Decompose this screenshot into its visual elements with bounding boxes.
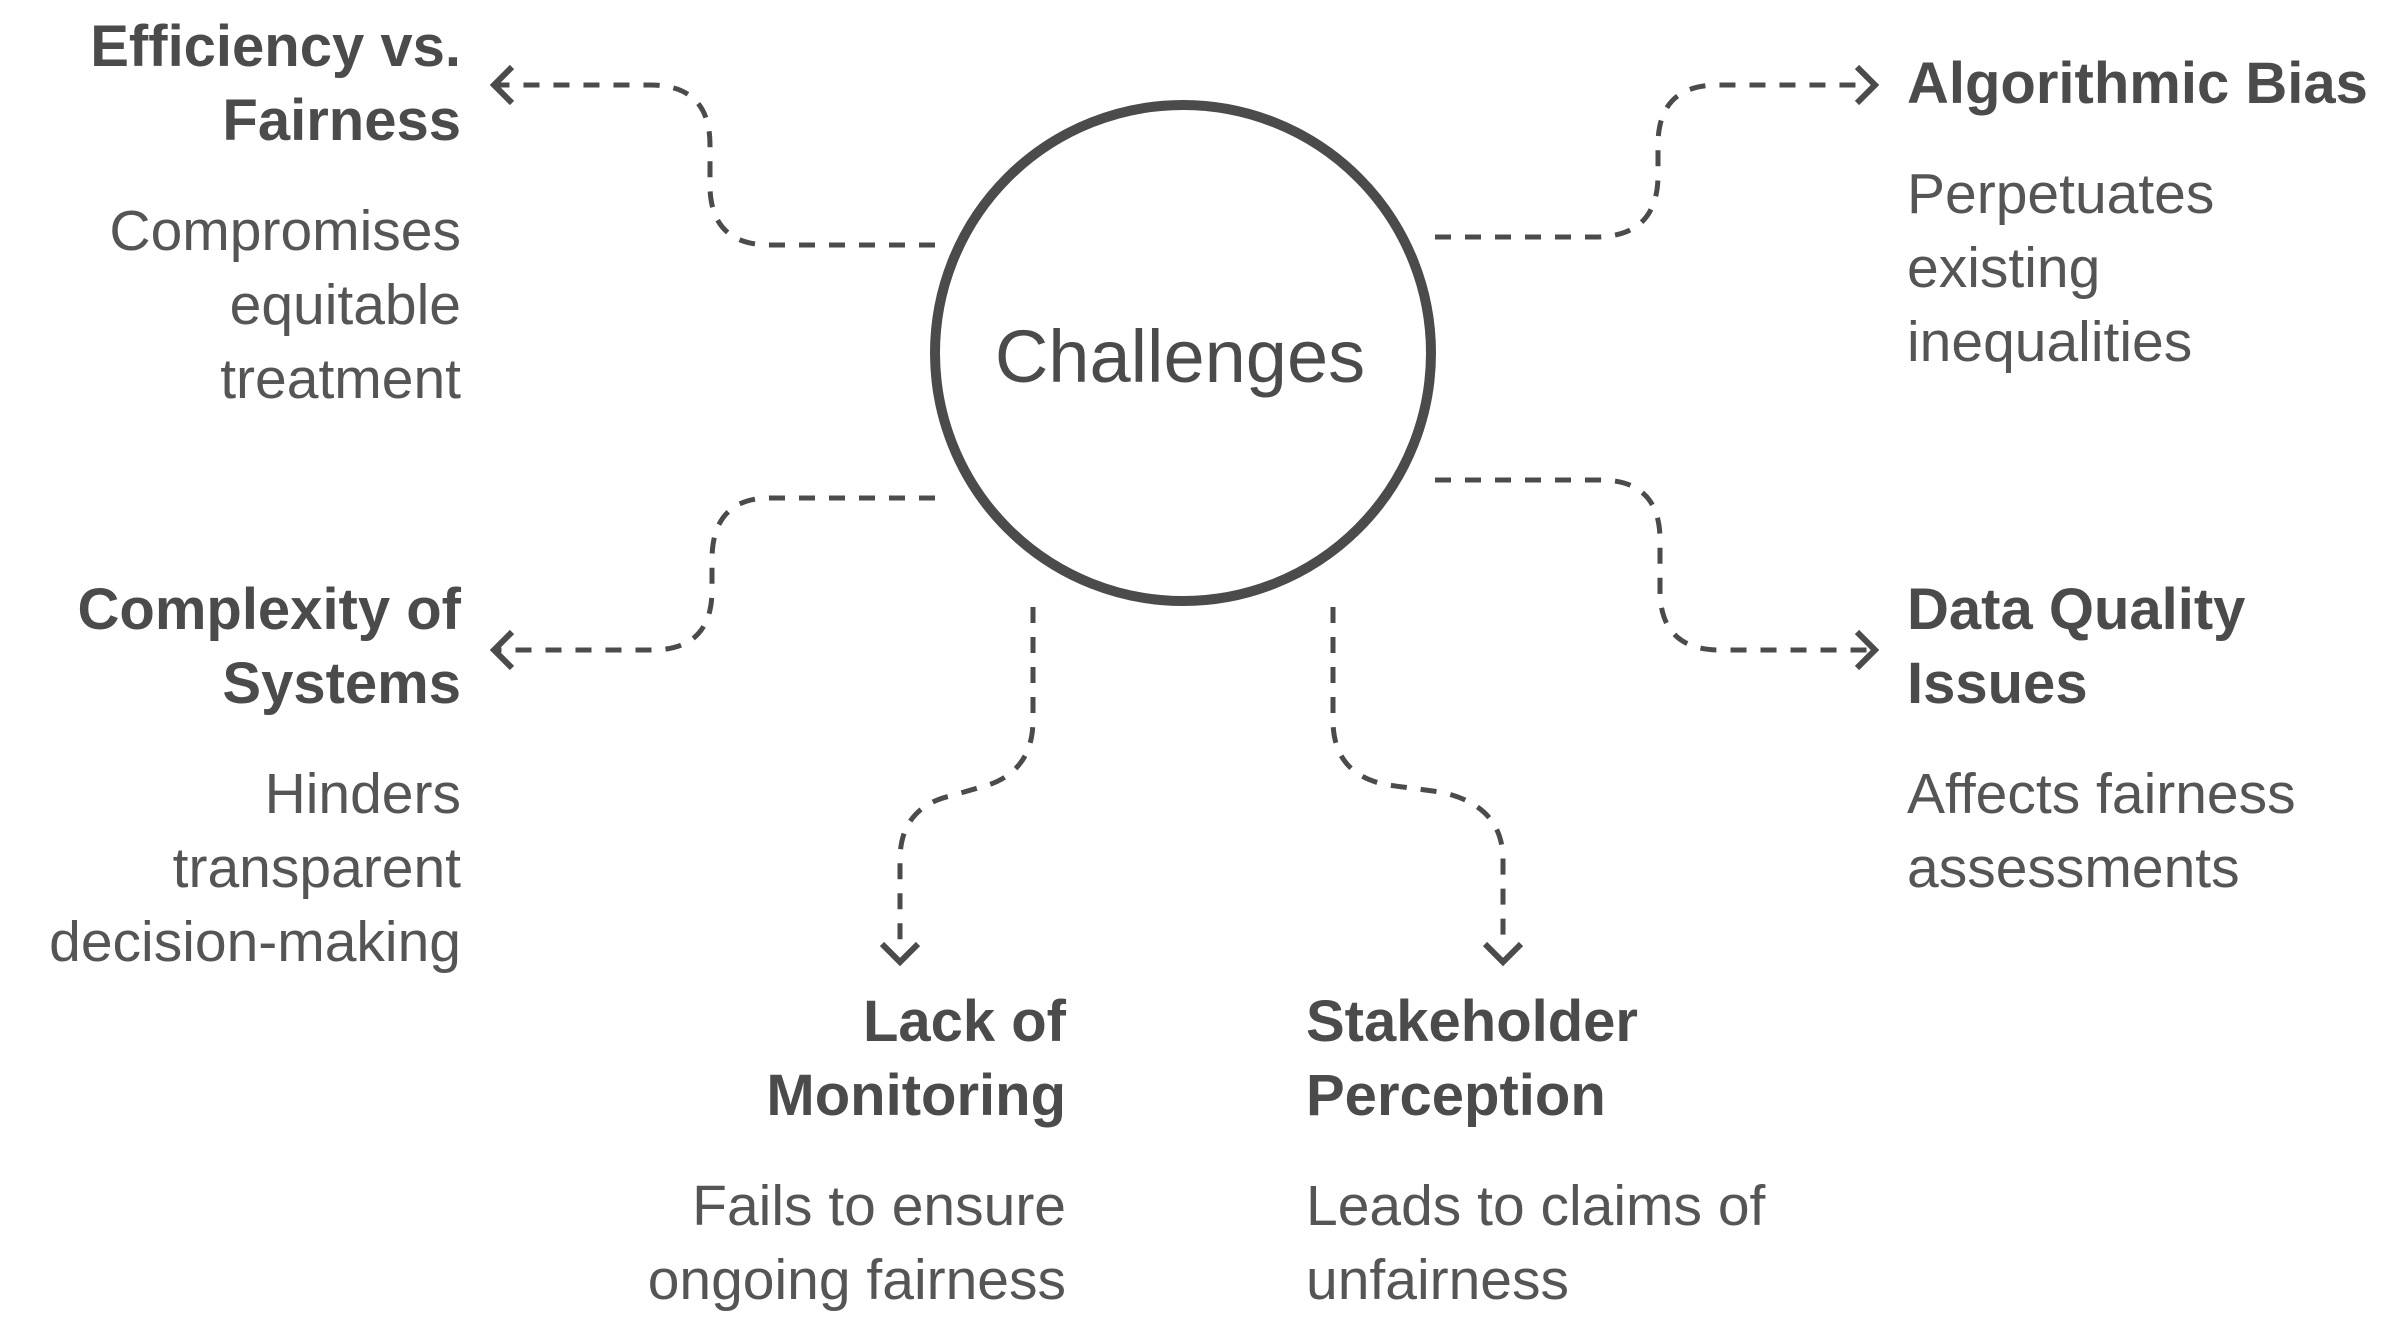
desc-line: Hinders bbox=[264, 762, 461, 826]
node-title: Data Quality Issues bbox=[1907, 573, 2405, 721]
connector-monitoring bbox=[897, 607, 1036, 948]
node-complexity-of-systems: Complexity of Systems Hinders transparen… bbox=[0, 573, 461, 979]
title-line: Data Quality bbox=[1907, 577, 2246, 642]
connector-stakeholder bbox=[1330, 607, 1506, 948]
node-title: Efficiency vs. Fairness bbox=[0, 10, 461, 158]
title-line: Fairness bbox=[222, 88, 461, 153]
title-line: Monitoring bbox=[766, 1063, 1066, 1128]
desc-line: equitable bbox=[229, 273, 461, 337]
node-title: Stakeholder Perception bbox=[1306, 985, 1866, 1133]
title-line: Stakeholder bbox=[1306, 989, 1638, 1054]
title-line: Efficiency vs. bbox=[90, 14, 461, 79]
title-line: Algorithmic Bias bbox=[1907, 51, 2368, 116]
node-efficiency-vs-fairness: Efficiency vs. Fairness Compromises equi… bbox=[0, 10, 461, 416]
node-description: Hinders transparent decision-making bbox=[0, 757, 461, 979]
desc-line: inequalities bbox=[1907, 310, 2193, 374]
desc-line: Leads to claims of bbox=[1306, 1174, 1766, 1238]
node-description: Perpetuates existing inequalities bbox=[1907, 157, 2405, 379]
title-line: Lack of bbox=[862, 989, 1066, 1054]
node-data-quality-issues: Data Quality Issues Affects fairness ass… bbox=[1907, 573, 2405, 905]
center-label: Challenges bbox=[994, 315, 1366, 398]
desc-line: treatment bbox=[220, 347, 461, 411]
arrowhead-efficiency bbox=[489, 64, 515, 106]
title-line: Complexity of bbox=[77, 577, 462, 642]
node-title: Complexity of Systems bbox=[0, 573, 462, 721]
desc-line: assessments bbox=[1907, 836, 2240, 900]
connector-algorithmic bbox=[1435, 82, 1868, 240]
desc-line: Affects fairness bbox=[1907, 762, 2296, 826]
connector-efficiency bbox=[498, 82, 935, 248]
desc-line: Perpetuates bbox=[1907, 162, 2215, 226]
connector-complexity bbox=[498, 495, 935, 653]
node-lack-of-monitoring: Lack of Monitoring Fails to ensure ongoi… bbox=[506, 985, 1066, 1317]
desc-line: decision-making bbox=[49, 910, 461, 974]
desc-line: existing bbox=[1907, 236, 2101, 300]
arrowhead-stakeholder bbox=[1482, 941, 1524, 967]
node-algorithmic-bias: Algorithmic Bias Perpetuates existing in… bbox=[1907, 47, 2405, 379]
node-description: Fails to ensure ongoing fairness bbox=[506, 1169, 1066, 1317]
connector-data-quality bbox=[1435, 477, 1868, 653]
arrowhead-complexity bbox=[489, 629, 515, 671]
arrowhead-monitoring bbox=[879, 941, 921, 967]
title-line: Systems bbox=[222, 651, 461, 716]
node-title: Lack of Monitoring bbox=[506, 985, 1066, 1133]
node-title: Algorithmic Bias bbox=[1907, 47, 2405, 121]
desc-line: unfairness bbox=[1306, 1248, 1569, 1312]
node-stakeholder-perception: Stakeholder Perception Leads to claims o… bbox=[1306, 985, 1866, 1317]
node-description: Compromises equitable treatment bbox=[0, 194, 461, 416]
arrowhead-algorithmic bbox=[1854, 64, 1880, 106]
node-description: Leads to claims of unfairness bbox=[1306, 1169, 1866, 1317]
arrowhead-data-quality bbox=[1854, 629, 1880, 671]
title-line: Perception bbox=[1306, 1063, 1606, 1128]
desc-line: ongoing fairness bbox=[647, 1248, 1066, 1312]
desc-line: transparent bbox=[172, 836, 461, 900]
node-description: Affects fairness assessments bbox=[1907, 757, 2405, 905]
title-line: Issues bbox=[1907, 651, 2088, 716]
center-circle bbox=[930, 100, 1436, 606]
desc-line: Fails to ensure bbox=[692, 1174, 1066, 1238]
desc-line: Compromises bbox=[109, 199, 461, 263]
